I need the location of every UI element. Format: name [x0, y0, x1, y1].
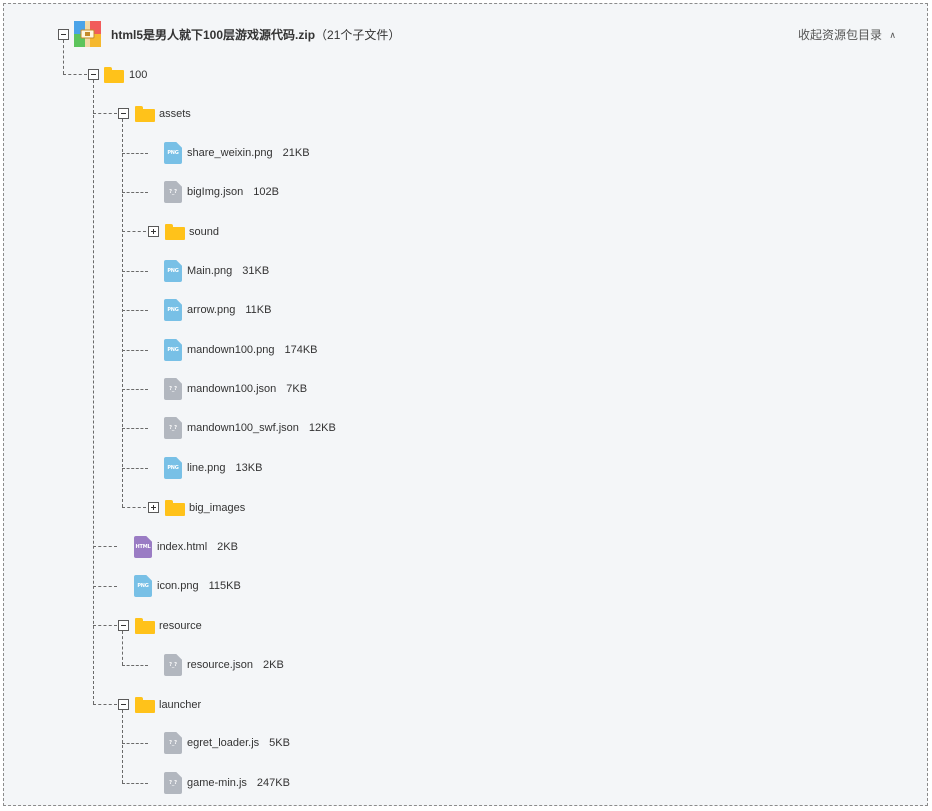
folder-icon — [135, 106, 155, 122]
tree-connector — [93, 625, 117, 626]
archive-title: html5是男人就下100层游戏源代码.zip（21个子文件） — [111, 28, 400, 42]
archive-file-count: （21个子文件） — [315, 28, 401, 42]
json-file-icon: ?_? — [164, 654, 182, 676]
tree-connector — [63, 74, 87, 75]
folder-icon — [135, 618, 155, 634]
tree-connector — [122, 468, 148, 469]
png-file-icon: PNG — [164, 339, 182, 361]
tree-connector — [122, 119, 123, 507]
folder-sound[interactable]: sound — [189, 226, 219, 238]
json-file-icon: ?_? — [164, 417, 182, 439]
tree-connector — [122, 743, 148, 744]
tree-connector — [122, 783, 148, 784]
folder-resource[interactable]: resource — [159, 620, 202, 632]
collapse-toggle-assets[interactable] — [118, 108, 129, 119]
tree-connector — [122, 350, 148, 351]
collapse-toggle-100[interactable] — [88, 69, 99, 80]
tree-connector — [122, 192, 148, 193]
tree-connector — [122, 310, 148, 311]
tree-connector — [122, 710, 123, 783]
folder-100[interactable]: 100 — [129, 69, 148, 81]
expand-toggle-big-images[interactable] — [148, 502, 159, 513]
tree-connector — [93, 704, 117, 705]
png-file-icon: PNG — [164, 260, 182, 282]
tree-connector — [122, 231, 146, 232]
folder-assets[interactable]: assets — [159, 108, 191, 120]
tree-connector — [122, 428, 148, 429]
tree-connector — [93, 546, 117, 547]
collapse-toggle-resource[interactable] — [118, 620, 129, 631]
tree-connector — [122, 271, 148, 272]
folder-launcher[interactable]: launcher — [159, 699, 202, 711]
js-file-icon: ?_? — [164, 732, 182, 754]
folder-icon — [165, 500, 185, 516]
zip-archive-icon — [74, 21, 101, 47]
collapse-toggle-root[interactable] — [58, 29, 69, 40]
js-file-icon: ?_? — [164, 772, 182, 794]
tree-connector — [93, 113, 117, 114]
json-file-icon: ?_? — [164, 378, 182, 400]
tree-connector — [63, 40, 64, 74]
tree-connector — [122, 507, 146, 508]
folder-icon — [165, 224, 185, 240]
resource-package-panel — [3, 3, 928, 806]
collapse-directory-button[interactable]: 收起资源包目录 ∧ — [798, 28, 896, 43]
collapse-toggle-launcher[interactable] — [118, 699, 129, 710]
folder-big-images[interactable]: big_images — [189, 502, 246, 514]
tree-connector — [93, 80, 94, 704]
chevron-up-icon: ∧ — [889, 30, 896, 40]
png-file-icon: PNG — [164, 457, 182, 479]
folder-icon — [104, 67, 124, 83]
tree-connector — [122, 389, 148, 390]
png-file-icon: PNG — [164, 142, 182, 164]
tree-connector — [122, 665, 148, 666]
json-file-icon: ?_? — [164, 181, 182, 203]
archive-filename: html5是男人就下100层游戏源代码.zip — [111, 28, 316, 42]
expand-toggle-sound[interactable] — [148, 226, 159, 237]
tree-connector — [122, 153, 148, 154]
folder-icon — [135, 697, 155, 713]
png-file-icon: PNG — [134, 575, 152, 597]
collapse-directory-label: 收起资源包目录 — [798, 28, 883, 42]
html-file-icon: HTML — [134, 536, 152, 558]
png-file-icon: PNG — [164, 299, 182, 321]
tree-connector — [122, 631, 123, 665]
tree-connector — [93, 586, 117, 587]
